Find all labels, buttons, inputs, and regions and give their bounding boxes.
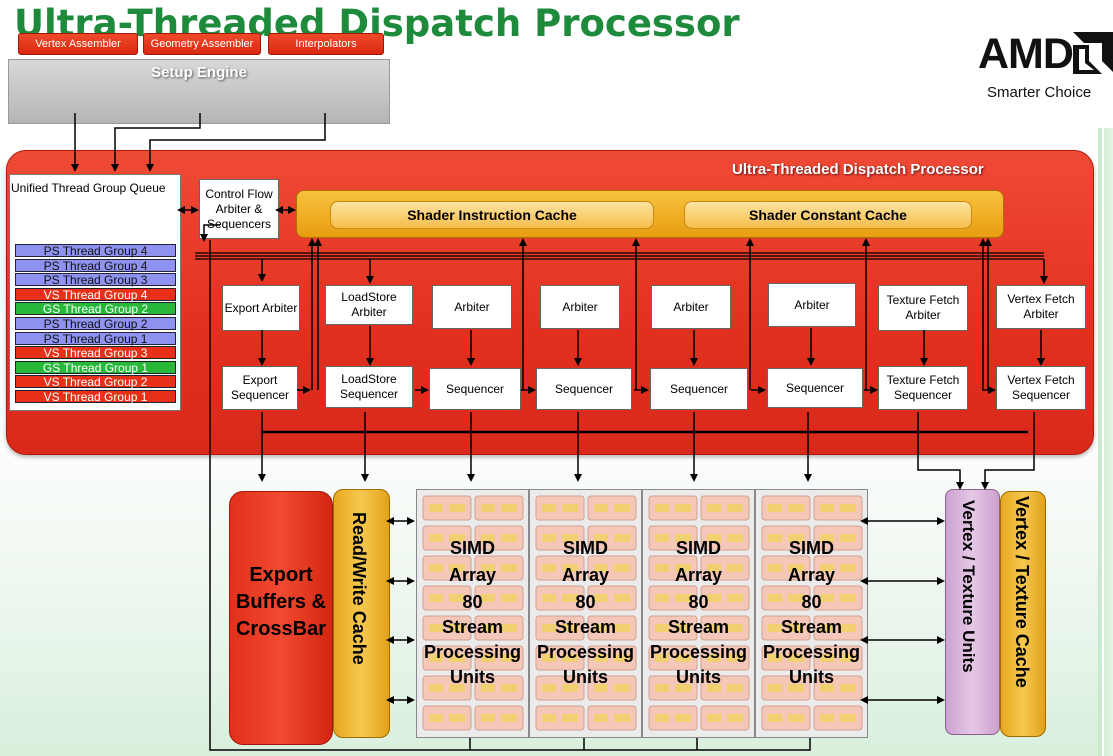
vertex-texture-cache: Vertex / Texture Cache <box>1000 491 1046 737</box>
simd-label-line: Array <box>448 565 497 585</box>
thread-group-item: GS Thread Group 1 <box>15 360 176 374</box>
simd-label-line: Units <box>789 667 834 687</box>
arbiter-box: Arbiter <box>651 285 731 329</box>
amd-tagline: Smarter Choice <box>987 84 1092 101</box>
dispatch-processor-label: Ultra-Threaded Dispatch Processor <box>732 161 984 178</box>
shader-constant-cache: Shader Constant Cache <box>684 201 972 229</box>
simd-label-line: Units <box>563 667 608 687</box>
simd-label-line: Array <box>787 565 836 585</box>
thread-group-item: PS Thread Group 2 <box>15 317 176 331</box>
simd-label-line: 80 <box>801 592 822 612</box>
simd-label-line: Array <box>674 565 723 585</box>
control-flow-arbiter: Control Flow Arbiter & Sequencers <box>199 179 279 239</box>
simd-label-line: Processing <box>762 642 861 662</box>
simd-label-line: 80 <box>462 592 483 612</box>
sequencer-box: Export Sequencer <box>222 366 298 410</box>
simd-label-line: SIMD <box>450 538 495 558</box>
simd-label-line: Processing <box>536 642 635 662</box>
arbiter-box: Arbiter <box>768 283 856 327</box>
thread-group-item: VS Thread Group 1 <box>15 390 176 404</box>
simd-label-line: Units <box>676 667 721 687</box>
setup-engine-label: Setup Engine <box>151 64 247 81</box>
arbiter-box: Texture Fetch Arbiter <box>878 285 968 331</box>
thread-group-item: PS Thread Group 1 <box>15 331 176 345</box>
thread-group-item: VS Thread Group 3 <box>15 346 176 360</box>
simd-label-line: Stream <box>554 617 617 637</box>
setup-engine: Setup Engine <box>8 59 390 124</box>
simd-label-line: SIMD <box>676 538 721 558</box>
arbiter-box: Arbiter <box>540 285 620 329</box>
amd-arrow-icon <box>1073 32 1113 74</box>
vertex-texture-cache-label: Vertex / Texture Cache <box>1012 496 1032 688</box>
arbiter-box: Arbiter <box>432 285 512 329</box>
export-buffers-crossbar: Export Buffers & CrossBar <box>229 491 333 745</box>
thread-group-item: PS Thread Group 3 <box>15 273 176 287</box>
simd-cell-grid <box>422 495 524 731</box>
arbiter-box: Vertex Fetch Arbiter <box>996 285 1086 329</box>
shader-instruction-cache: Shader Instruction Cache <box>330 201 654 229</box>
side-accent-bar <box>1098 128 1113 756</box>
geometry-assembler: Geometry Assembler <box>143 33 261 55</box>
sequencer-box: Vertex Fetch Sequencer <box>996 366 1086 410</box>
side-accent-edge <box>1102 128 1104 756</box>
sequencer-box: Sequencer <box>650 368 748 410</box>
simd-cell-grid <box>648 495 750 731</box>
simd-label-line: Processing <box>423 642 522 662</box>
simd-label-line: SIMD <box>563 538 608 558</box>
thread-group-item: VS Thread Group 2 <box>15 375 176 389</box>
simd-cell-grid <box>535 495 637 731</box>
thread-group-item: VS Thread Group 4 <box>15 287 176 301</box>
read-write-cache-label: Read/Write Cache <box>349 512 369 665</box>
arbiter-box: LoadStore Arbiter <box>325 285 413 325</box>
read-write-cache: Read/Write Cache <box>333 489 390 738</box>
vertex-texture-units: Vertex / Texture Units <box>945 489 1000 735</box>
sequencer-box: Sequencer <box>767 368 863 408</box>
sequencer-box: Texture Fetch Sequencer <box>878 366 968 410</box>
vertex-texture-units-label: Vertex / Texture Units <box>959 500 978 673</box>
simd-label-line: 80 <box>688 592 709 612</box>
vertex-assembler: Vertex Assembler <box>18 33 138 55</box>
simd-label-line: Array <box>561 565 610 585</box>
sequencer-box: Sequencer <box>536 368 632 410</box>
simd-label-line: Processing <box>649 642 748 662</box>
simd-label-line: SIMD <box>789 538 834 558</box>
amd-logo: AMD <box>978 30 1074 78</box>
thread-group-item: PS Thread Group 4 <box>15 244 176 258</box>
simd-label-line: Stream <box>441 617 504 637</box>
thread-group-item: GS Thread Group 2 <box>15 302 176 316</box>
simd-label-line: 80 <box>575 592 596 612</box>
simd-label-line: Stream <box>780 617 843 637</box>
thread-group-item: PS Thread Group 4 <box>15 258 176 272</box>
arbiter-box: Export Arbiter <box>222 285 300 331</box>
sequencer-box: LoadStore Sequencer <box>325 366 413 408</box>
sequencer-box: Sequencer <box>429 368 521 410</box>
thread-group-queue-label: Unified Thread Group Queue <box>11 181 166 195</box>
simd-label-line: Units <box>450 667 495 687</box>
simd-label-line: Stream <box>667 617 730 637</box>
interpolators: Interpolators <box>268 33 384 55</box>
simd-cell-grid <box>761 495 863 731</box>
